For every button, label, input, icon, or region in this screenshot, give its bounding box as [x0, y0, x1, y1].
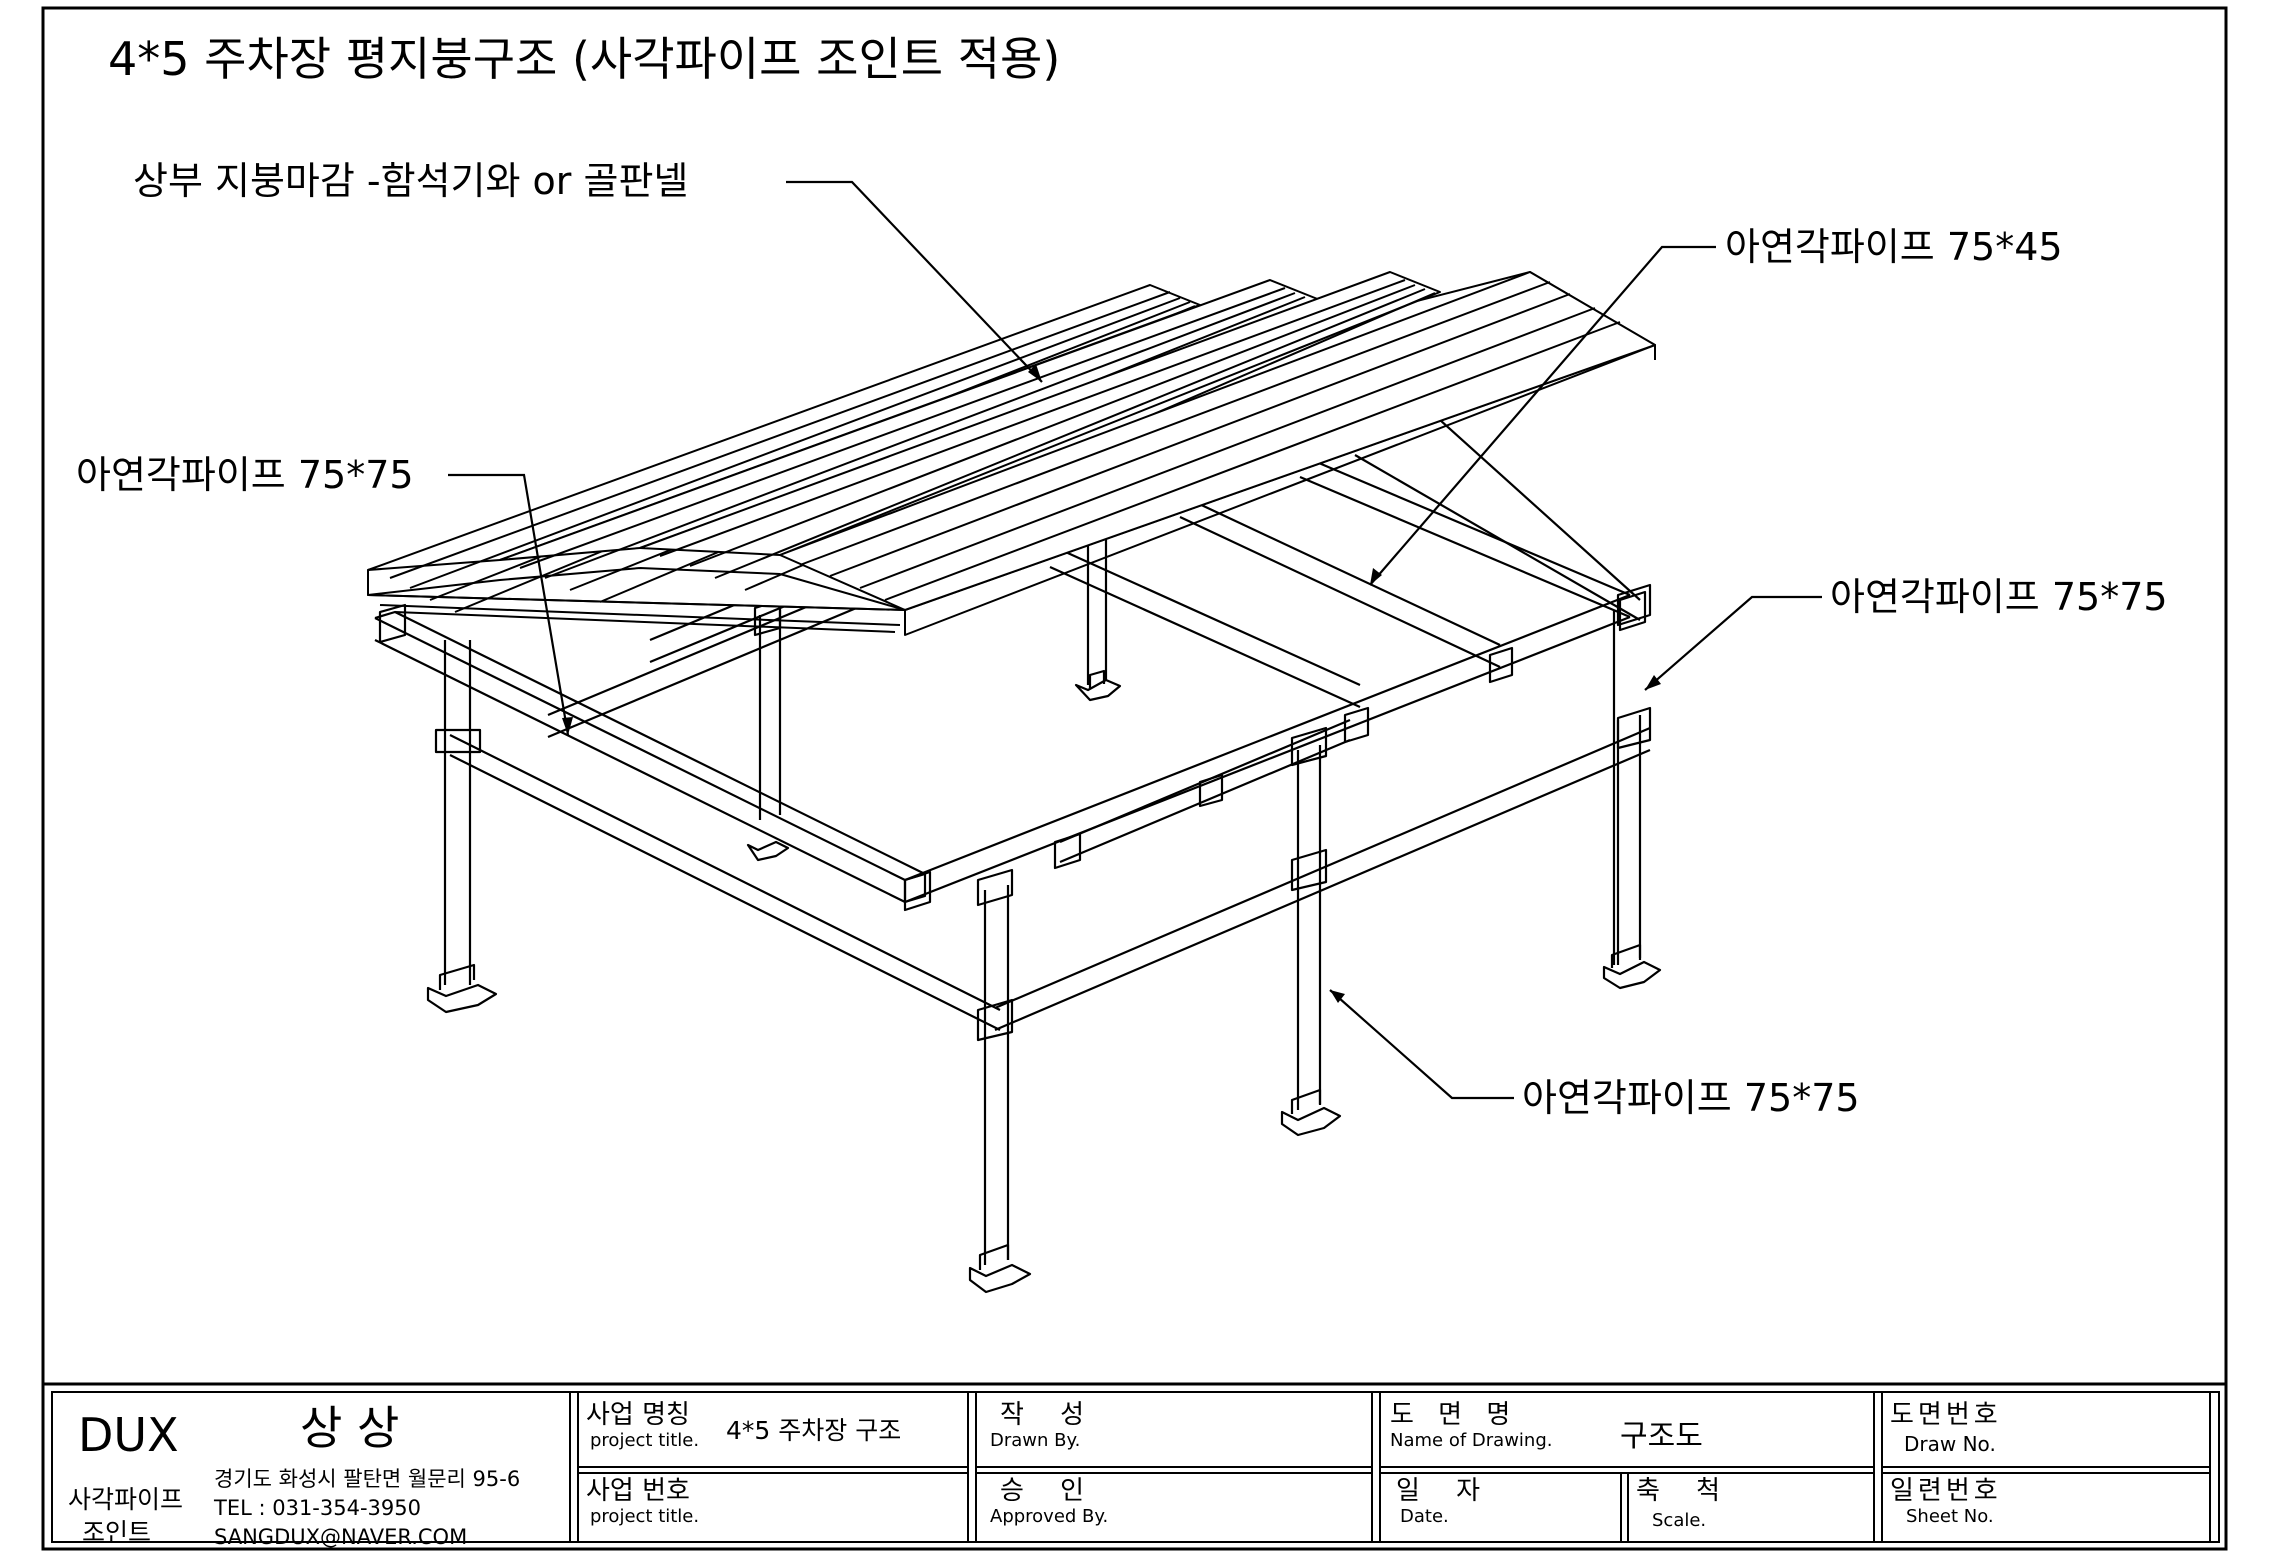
leader-purlin	[1369, 245, 1716, 586]
column-back-middle	[1074, 530, 1122, 702]
company-email: SANGDUX@NAVER.COM	[214, 1525, 468, 1549]
rail-lower-left	[449, 734, 1001, 1031]
callout-purlin: 아연각파이프 75*45	[1725, 225, 2063, 269]
date-label-en: Date.	[1400, 1506, 1449, 1527]
drawn-label-en: Drawn By.	[990, 1430, 1081, 1451]
approved-label: 승 인	[1000, 1476, 1099, 1506]
leader-lines	[448, 180, 1822, 1100]
drawing-name-value: 구조도	[1620, 1419, 1703, 1454]
project-name-value: 4*5 주차장 구조	[726, 1416, 902, 1445]
drawing-title: 4*5 주차장 평지붕구조 (사각파이프 조인트 적용)	[108, 32, 1061, 86]
purlin-3	[1299, 453, 1631, 619]
company-address: 경기도 화성시 팔탄면 월문리 95-6	[214, 1467, 521, 1491]
leader-left-beam	[448, 473, 570, 736]
company-sub-2: 조인트	[82, 1518, 152, 1547]
scale-label: 축 척	[1636, 1476, 1735, 1506]
drawn-label: 작 성	[1000, 1400, 1099, 1430]
company-tel: TEL : 031-354-3950	[214, 1496, 421, 1520]
callout-left-beam: 아연각파이프 75*75	[76, 453, 414, 497]
column-front-right	[1612, 583, 1652, 965]
column-front-middle	[1280, 726, 1342, 1137]
purlin-4	[1059, 718, 1351, 864]
company-brand: DUX	[78, 1408, 179, 1462]
drawing-name-label-en: Name of Drawing.	[1390, 1430, 1553, 1451]
sheet-no-label: 일련번호	[1890, 1476, 2002, 1506]
sheet-no-label-en: Sheet No.	[1906, 1506, 1994, 1527]
carport-structure	[367, 271, 1662, 1294]
company-name: 상 상	[300, 1401, 400, 1455]
project-no-label-en: project title.	[590, 1506, 700, 1527]
purlin-1	[1049, 543, 1361, 709]
project-name-label-en: project title.	[590, 1430, 700, 1451]
beam-front	[904, 593, 1631, 904]
title-block-grid	[41, 1382, 2228, 1551]
project-name-label: 사업 명칭	[586, 1400, 690, 1430]
beam-left	[374, 610, 927, 904]
leader-arrowheads	[562, 364, 1661, 1003]
column-front-corner	[968, 868, 1032, 1294]
project-no-label: 사업 번호	[586, 1476, 690, 1506]
callout-right-beam: 아연각파이프 75*75	[1830, 575, 2168, 619]
scale-label-en: Scale.	[1652, 1510, 1707, 1531]
column-back-left-mid	[746, 610, 790, 862]
joint-blocks	[378, 590, 1647, 912]
callout-roof-finish: 상부 지붕마감 -함석기와 or 골판넬	[133, 159, 689, 203]
callout-column: 아연각파이프 75*75	[1522, 1076, 1860, 1120]
draw-no-label: 도면번호	[1890, 1400, 2002, 1430]
leader-right-beam	[1644, 595, 1822, 691]
leader-roof-finish	[786, 180, 1043, 383]
drawing-name-label: 도 면 명	[1390, 1400, 1519, 1430]
company-sub-1: 사각파이프	[68, 1485, 184, 1514]
purlin-2	[1179, 494, 1501, 668]
column-back-right	[1602, 715, 1662, 990]
column-front-left	[426, 640, 498, 1014]
leader-column	[1329, 989, 1514, 1100]
rail-lower-front	[994, 726, 1651, 1032]
roof-panels	[367, 271, 1656, 636]
date-label: 일 자	[1396, 1476, 1495, 1506]
draw-no-label-en: Draw No.	[1904, 1432, 1996, 1456]
approved-label-en: Approved By.	[990, 1506, 1109, 1527]
